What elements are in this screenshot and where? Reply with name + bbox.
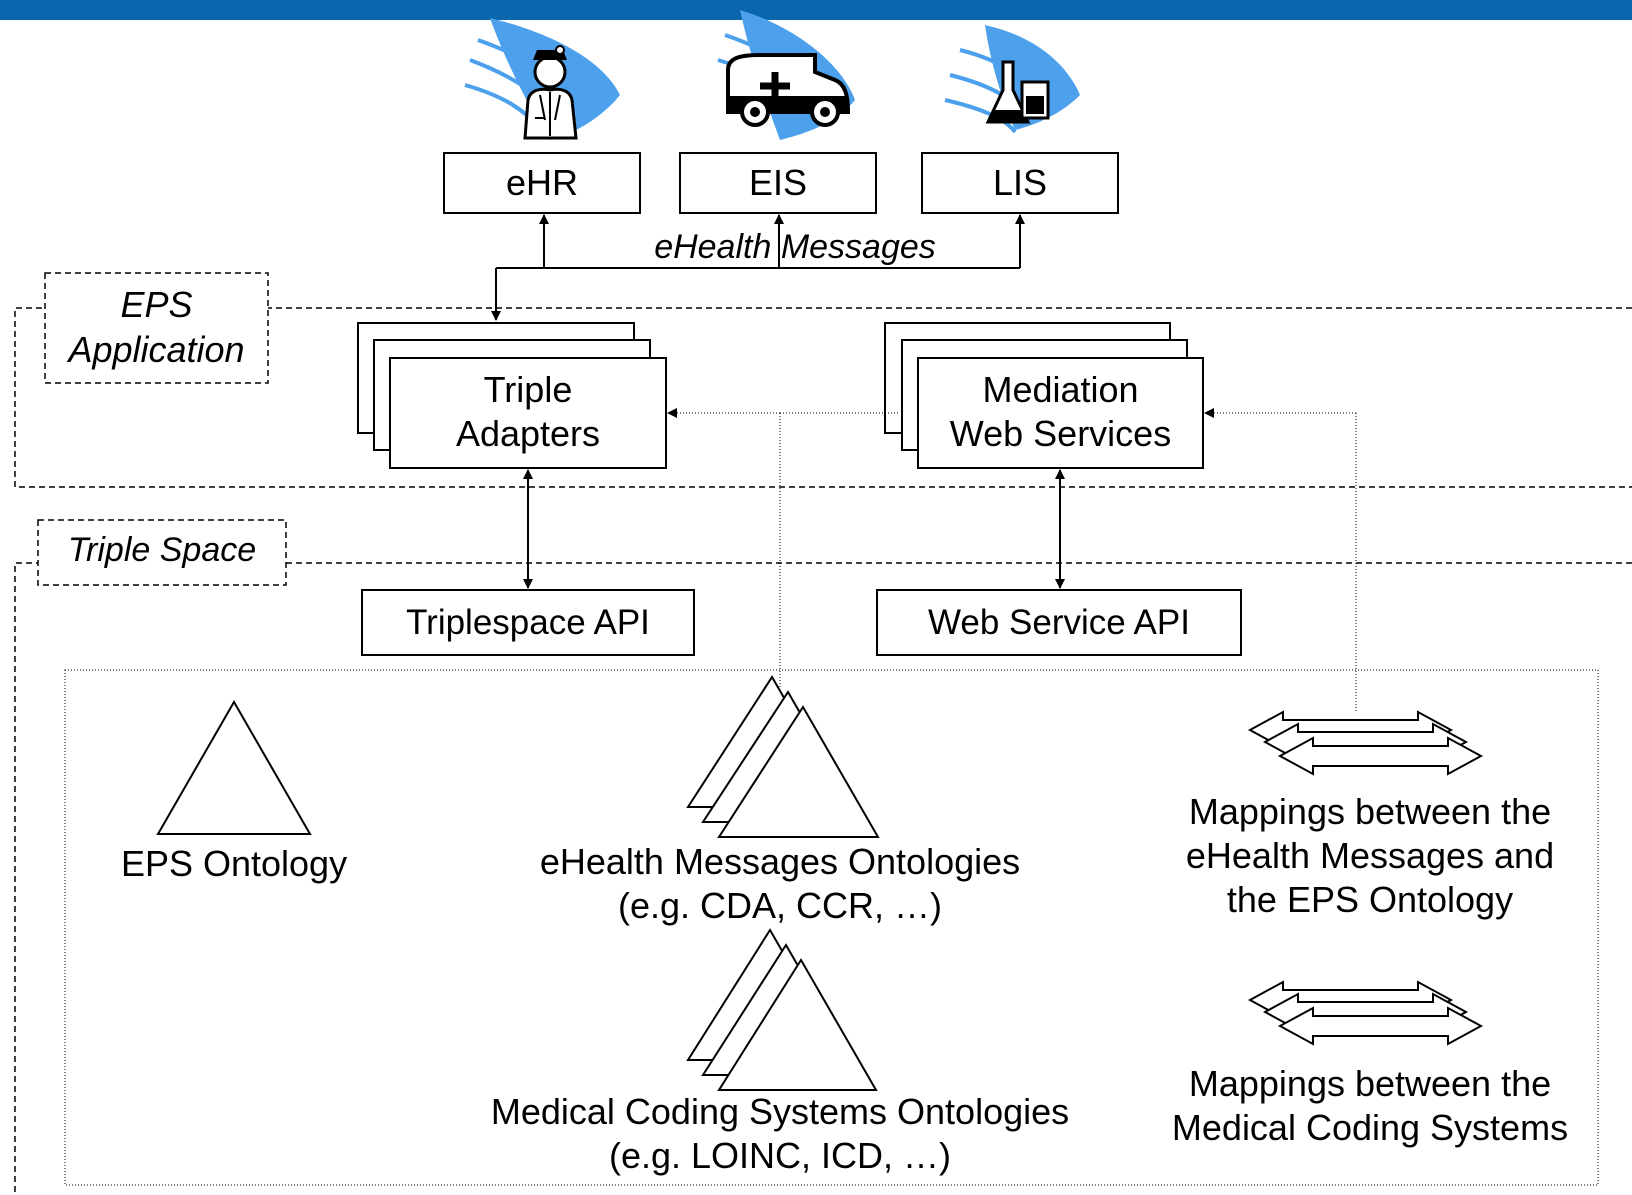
api-connectors [523, 469, 1065, 589]
ehr-box [443, 152, 641, 214]
eis-label: EIS [748, 162, 808, 203]
mapping1-label-line2: eHealth Messages and [1185, 835, 1555, 876]
ehealth-ontologies-label-line2: (e.g. CDA, CCR, …) [617, 885, 943, 926]
mapping2-label-line1: Mappings between the [1188, 1063, 1552, 1104]
ehealth-messages-label: eHealth Messages [654, 228, 936, 266]
lis-label: LIS [992, 162, 1048, 203]
triple-space-label-box [37, 519, 287, 586]
mediation-web-services-stack [884, 322, 1204, 469]
eps-ontology-label: EPS Ontology [120, 843, 348, 884]
message-connectors [491, 214, 1025, 321]
ehealth-ontologies-label-line1: eHealth Messages Ontologies [539, 841, 1021, 882]
triple-adapters-label-line1: Triple [483, 369, 573, 410]
mapping-arrows-medical [1247, 980, 1484, 1046]
ehealth-ontologies-stack [686, 675, 880, 838]
triple-space-label: Triple Space [67, 531, 257, 569]
mediation-label-line1: Mediation [982, 369, 1139, 410]
eps-application-label-line1: EPS [120, 284, 193, 325]
eps-application-label-line2: Application [68, 329, 245, 370]
mapping2-label-line2: Medical Coding Systems [1171, 1107, 1569, 1148]
header-bar [0, 0, 1632, 20]
medical-ontologies-label-line2: (e.g. LOINC, ICD, …) [608, 1135, 952, 1176]
triple-adapters-stack [357, 322, 667, 469]
web-service-api-box [876, 589, 1242, 656]
eps-application-zone [14, 307, 1632, 488]
ehr-label: eHR [505, 162, 579, 203]
mapping1-label-line3: the EPS Ontology [1226, 879, 1514, 920]
dotted-references [667, 408, 1357, 712]
eps-application-label-box [44, 272, 269, 384]
mapping-arrows-ehealth-eps [1247, 710, 1484, 776]
mediation-label-line2: Web Services [949, 413, 1172, 454]
eis-box [679, 152, 877, 214]
medical-ontologies-label-line1: Medical Coding Systems Ontologies [490, 1091, 1070, 1132]
eps-ontology-triangle [156, 699, 312, 835]
medical-ontologies-stack [686, 928, 878, 1091]
ontology-store-area [64, 669, 1599, 1186]
web-service-api-label: Web Service API [928, 602, 1190, 642]
triple-adapters-label-line2: Adapters [455, 413, 601, 454]
lab-flask-icon [944, 25, 1080, 134]
triplespace-api-label: Triplespace API [406, 602, 650, 642]
doctor-icon [464, 18, 620, 140]
ambulance-icon [717, 10, 855, 140]
mapping1-label-line1: Mappings between the [1188, 791, 1552, 832]
lis-box [921, 152, 1119, 214]
triplespace-api-box [361, 589, 695, 656]
